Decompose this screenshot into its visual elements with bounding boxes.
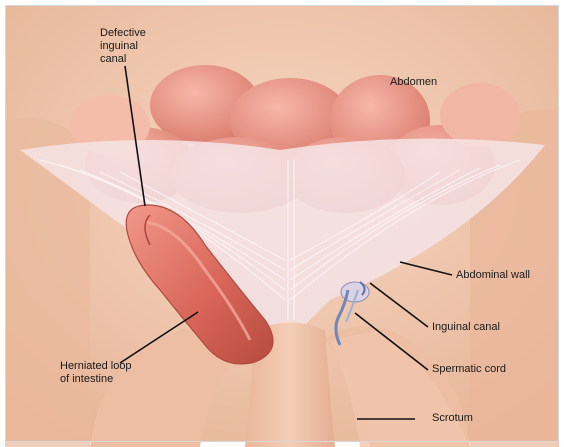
label-abdomen: Abdomen (390, 76, 437, 89)
label-inguinal-canal: Inguinal canal (432, 321, 500, 334)
label-defective-inguinal-canal: Defective inguinal canal (100, 27, 146, 66)
label-herniated-loop: Herniated loop of intestine (60, 360, 132, 386)
label-abdominal-wall: Abdominal wall (456, 269, 530, 282)
label-scrotum: Scrotum (432, 412, 473, 425)
label-spermatic-cord: Spermatic cord (432, 363, 506, 376)
